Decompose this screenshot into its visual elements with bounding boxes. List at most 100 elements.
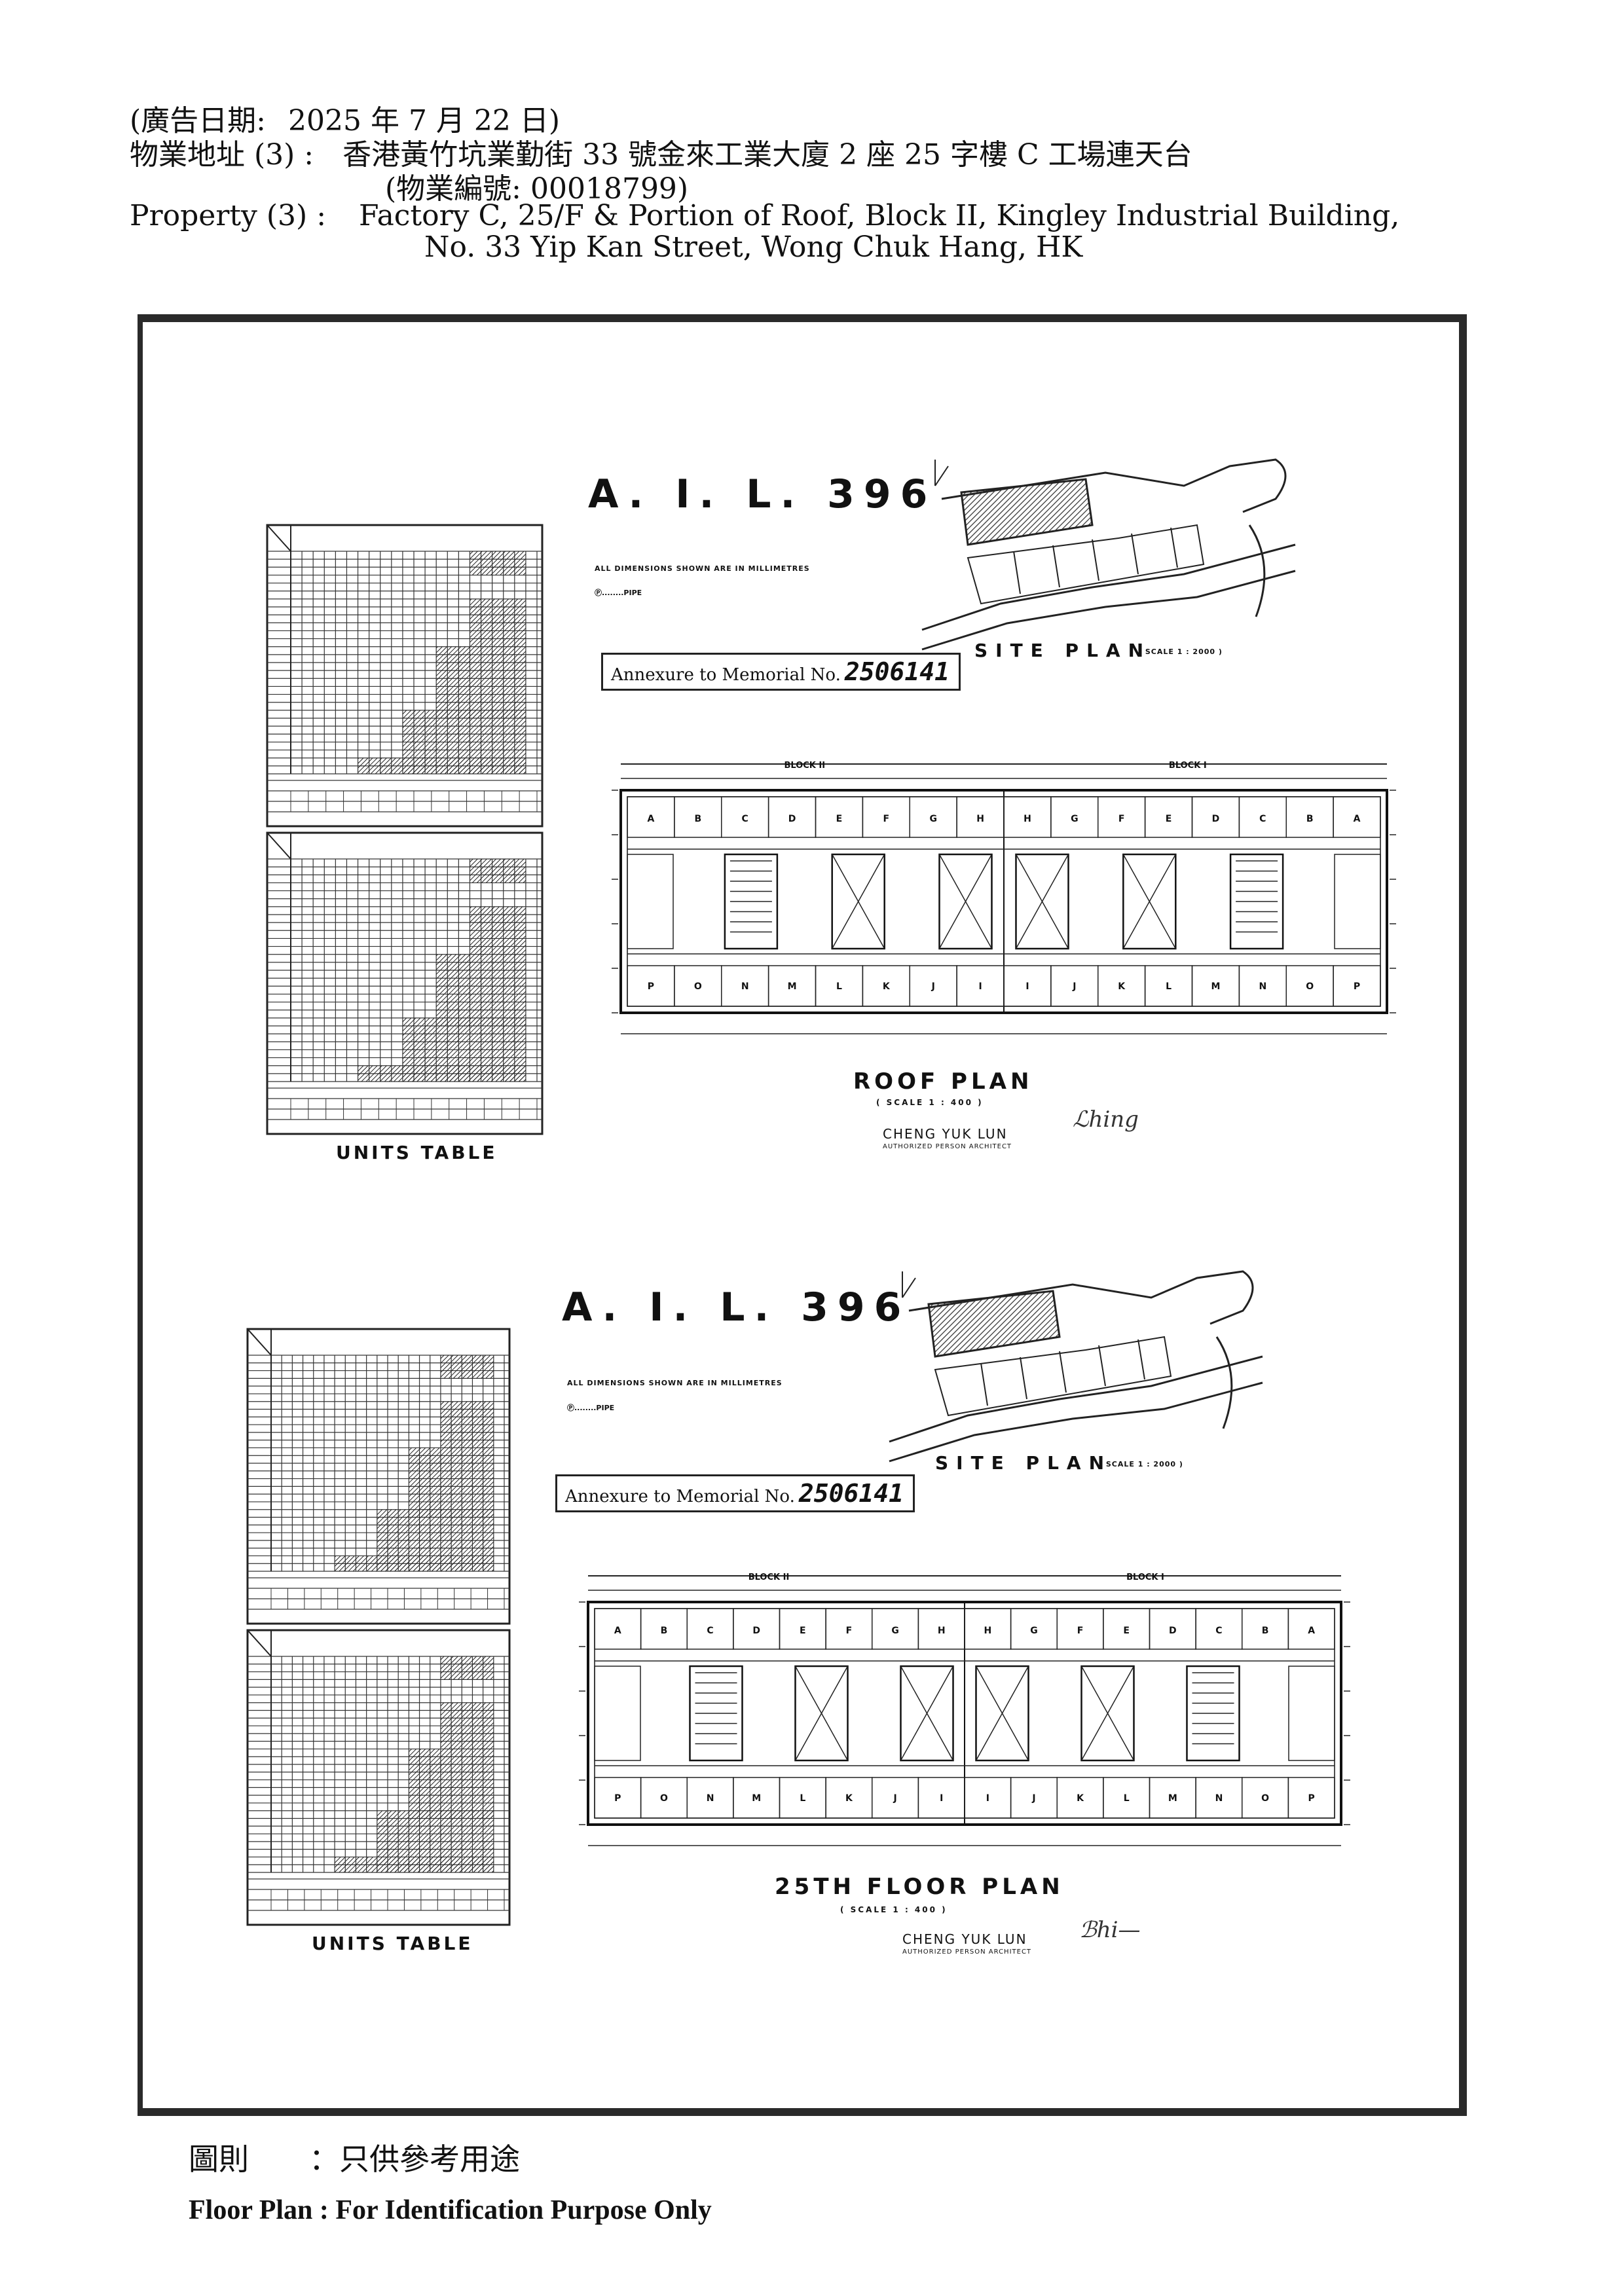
unit-letter: C [742, 814, 748, 824]
architect-signature: ℬhi— [1079, 1917, 1141, 1943]
lift-cross [832, 854, 885, 949]
units-table-upper [266, 524, 544, 828]
unit-letter: K [1118, 981, 1126, 992]
hatched-units [358, 1065, 526, 1082]
memorial-stamp: Annexure to Memorial No.2506141 [555, 1474, 915, 1512]
pipe-note: Ⓟ........PIPE [567, 1404, 615, 1412]
property-line1: Factory C, 25/F & Portion of Roof, Block… [359, 199, 1400, 232]
table-diagonal [267, 524, 291, 552]
memorial-prefix: Annexure to Memorial No. [611, 665, 841, 685]
ad-date: (廣告日期: 2025 年 7 月 22 日) [130, 97, 560, 139]
lot-divider [1052, 545, 1060, 588]
lift-cross [975, 1666, 1029, 1761]
hatched-units [470, 906, 526, 955]
hatched-units [440, 1656, 494, 1680]
block-label: BLOCK I [1169, 761, 1207, 771]
unit-cell [1333, 796, 1381, 838]
floor-plan-note-cn: 圖則 ：只供參考用途 [189, 2141, 520, 2177]
unit-letter: K [1077, 1793, 1084, 1804]
core-room [1229, 853, 1284, 950]
unit-letter: F [883, 814, 890, 824]
block-label: BLOCK II [748, 1573, 790, 1582]
unit-letter: J [1031, 1793, 1035, 1804]
unit-letter: P [614, 1793, 621, 1804]
lift-cross [1015, 854, 1069, 949]
core-room [975, 1665, 1029, 1762]
road-edge [908, 1270, 1254, 1325]
lot-boundary [960, 478, 1094, 546]
site-plan-scale: ( SCALE 1 : 2000 ) [1138, 647, 1223, 656]
plan-title: 25TH FLOOR PLAN [775, 1874, 1064, 1900]
unit-letter: B [1262, 1626, 1269, 1636]
unit-letter: P [1308, 1793, 1315, 1804]
lot-divider [1092, 539, 1099, 581]
floor-plan-note-en: Floor Plan : For Identification Purpose … [189, 2195, 712, 2225]
block-label: BLOCK I [1126, 1573, 1164, 1582]
lot-divider [1170, 527, 1178, 568]
hatched-units [436, 646, 526, 718]
unit-letter: L [836, 981, 842, 992]
unit-letter: B [661, 1626, 668, 1636]
unit-letter: E [800, 1626, 806, 1636]
unit-letter: B [1306, 814, 1314, 824]
unit-letter: L [1124, 1793, 1130, 1804]
unit-letter: I [940, 1793, 943, 1804]
unit-letter: M [752, 1793, 761, 1804]
unit-cell [1333, 965, 1381, 1007]
road-edge [941, 458, 1287, 513]
architect-title: AUTHORIZED PERSON ARCHITECT [883, 1143, 1012, 1150]
unit-cell [594, 1666, 641, 1761]
unit-letter: A [614, 1626, 621, 1636]
unit-letter: I [986, 1793, 989, 1804]
site-plan-scale: ( SCALE 1 : 2000 ) [1099, 1460, 1183, 1468]
units-table-lower [266, 831, 544, 1135]
unit-letter: G [1071, 814, 1079, 824]
road-edge [889, 1355, 1263, 1443]
road-edge [1215, 1336, 1233, 1429]
lift-cross [938, 854, 993, 949]
units-table-label: UNITS TABLE [336, 1142, 498, 1163]
memorial-prefix: Annexure to Memorial No. [565, 1487, 795, 1506]
lot-number: A. I. L. 396 [588, 471, 937, 517]
north-arrow [934, 460, 949, 486]
north-arrow [902, 1271, 916, 1298]
hatched-units [440, 1401, 494, 1448]
unit-letter: P [1354, 981, 1360, 992]
unit-letter: N [707, 1793, 714, 1804]
dimensions-note: ALL DIMENSIONS SHOWN ARE IN MILLIMETRES [567, 1379, 783, 1387]
lot-divider [1131, 533, 1139, 575]
unit-letter: D [752, 1626, 760, 1636]
unit-letter: A [1308, 1626, 1315, 1636]
ad-date-value: 2025 年 7 月 22 日) [288, 104, 561, 137]
road-edge [889, 1381, 1263, 1463]
road-edge [1248, 524, 1266, 617]
hatched-units [409, 1448, 494, 1518]
lot-boundary [927, 1290, 1061, 1358]
core-room [938, 853, 993, 950]
unit-letter: N [1259, 981, 1266, 992]
unit-letter: H [1024, 814, 1031, 824]
site-plan-label: SITE PLAN [935, 1452, 1113, 1474]
core-room [1186, 1665, 1240, 1762]
lot-divider [1098, 1345, 1106, 1387]
unit-letter: C [1259, 814, 1266, 824]
address-label: 物業地址 (3) : [130, 138, 314, 172]
unit-cell [1334, 854, 1381, 949]
core-room [900, 1665, 954, 1762]
property-line2: No. 33 Yip Kan Street, Wong Chuk Hang, H… [424, 230, 1083, 264]
unit-letter: D [1212, 814, 1220, 824]
unit-letter: M [1168, 1793, 1177, 1804]
property-address-cn: 物業地址 (3) : 香港黃竹坑業勤街 33 號金來工業大廈 2 座 25 字樓… [130, 131, 1192, 173]
adjacent-lot [967, 524, 1205, 605]
core-room [1122, 853, 1177, 950]
property-label: Property (3) : [130, 199, 327, 232]
unit-letter: K [883, 981, 891, 992]
lift-cross [900, 1666, 954, 1761]
unit-letter: O [1261, 1793, 1269, 1804]
unit-letter: M [788, 981, 797, 992]
units-table-lower [246, 1629, 511, 1926]
hatched-units [436, 954, 526, 1026]
architect-name: CHENG YUK LUN [883, 1126, 1008, 1142]
